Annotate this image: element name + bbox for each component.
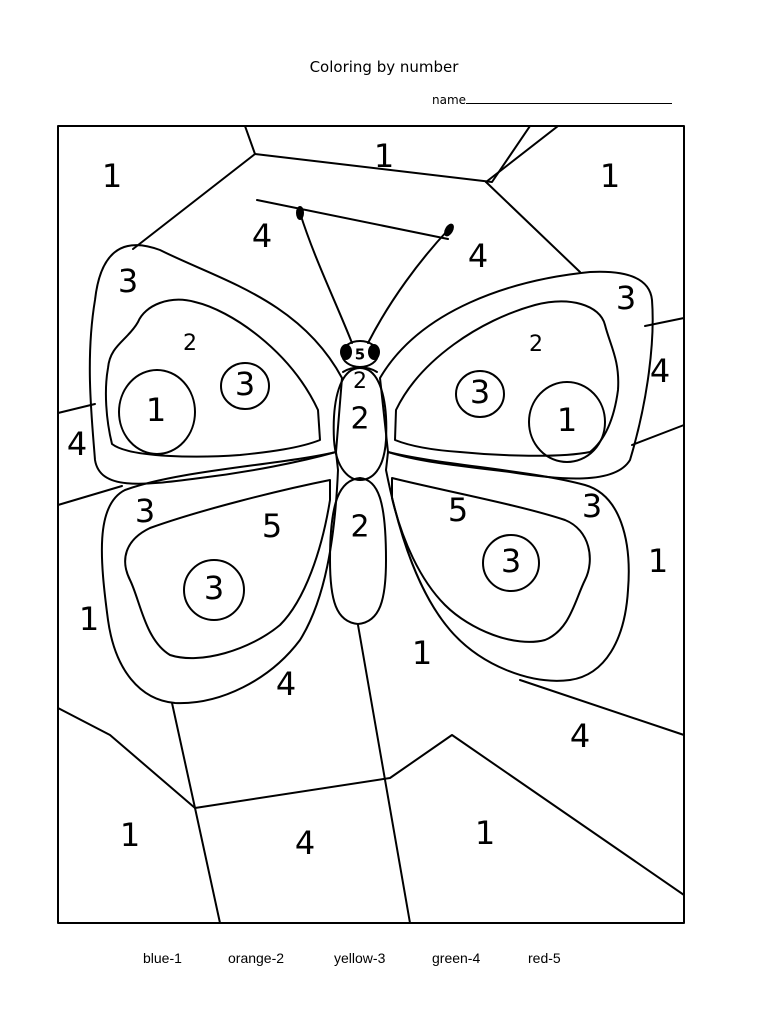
region-number: 1 [102,157,122,195]
region-number: 5 [448,491,468,529]
region-number: 5 [355,346,365,364]
upper-left-spot-small [220,362,270,410]
lower-left-wing-inner [124,479,331,660]
legend-item-yellow: yellow-3 [334,950,386,966]
butterfly-thorax [332,367,388,481]
lower-left-spot [183,559,245,621]
lower-left-wing [100,451,339,705]
divider-right-upper-stub [644,317,685,327]
upper-left-wing [88,244,343,485]
region-number: 4 [650,352,670,390]
region-number: 2 [350,402,369,437]
divider-lower-left [57,707,196,809]
legend-item-green: green-4 [432,950,481,966]
divider-center-vertical [357,624,411,924]
left-eye [340,344,352,360]
left-antenna-tip [296,206,304,220]
region-number: 1 [120,816,140,854]
region-number: 4 [468,237,488,275]
region-number: 4 [295,824,315,862]
region-number: 3 [204,569,224,607]
right-eye [368,344,380,360]
outline-group [57,125,685,924]
region-number: 2 [350,510,369,545]
divider-left-mid-stub [57,485,123,506]
region-number: 2 [183,331,197,356]
region-number: 3 [616,279,636,317]
legend-item-orange: orange-2 [228,950,285,966]
picture-frame [57,125,685,924]
divider-lower-left-vertical [171,702,221,924]
region-number: 4 [276,665,296,703]
left-antenna [299,212,353,344]
butterfly-abdomen [329,477,387,625]
antenna-tips [296,206,454,360]
upper-left-spot-large [118,369,196,455]
color-legend: blue-1 orange-2 yellow-3 green-4 red-5 [0,950,768,970]
region-number: 3 [501,542,521,580]
region-number: 1 [412,634,432,672]
region-number: 5 [262,507,282,545]
divider-lower-right [519,679,685,736]
upper-right-spot-small [455,370,505,418]
region-number: 1 [374,137,394,175]
region-number: 3 [135,492,155,530]
upper-left-wing-inner [104,298,321,458]
legend-item-blue: blue-1 [143,950,182,966]
name-blank-line[interactable] [466,92,673,104]
upper-right-wing [379,270,654,480]
region-number: 4 [252,217,272,255]
region-number: 2 [353,369,367,394]
right-antenna-tip [444,223,454,237]
upper-right-wing-inner [394,300,620,457]
region-number: 4 [67,425,87,463]
divider-top-left-stub [244,125,256,155]
worksheet-title: Coloring by number [309,58,459,76]
lower-right-wing [385,451,630,682]
name-field[interactable]: name [432,92,673,107]
region-number: 3 [470,373,490,411]
region-number: 2 [529,332,543,357]
region-number: 1 [648,542,668,580]
region-numbers: 1 1 1 4 4 4 4 1 1 1 4 4 1 4 1 3 2 1 3 3 … [67,137,670,862]
region-number: 3 [582,487,602,525]
region-number: 4 [570,717,590,755]
divider-upper-band [256,199,449,240]
name-label: name [432,93,467,107]
upper-right-spot-large [528,381,606,463]
divider-right-mid-stub [631,424,685,446]
region-number: 1 [146,391,166,429]
divider-bottom-band [194,734,685,896]
lower-right-spot [482,534,540,592]
divider-left-upper-stub [57,403,96,414]
right-antenna [367,229,449,344]
divider-upper-right [485,181,581,273]
region-number: 1 [557,401,577,439]
divider-top-arc [132,125,531,250]
region-number: 1 [79,600,99,638]
region-number: 3 [118,262,138,300]
butterfly-neck-line [342,366,378,373]
region-number: 1 [600,157,620,195]
region-number: 1 [475,814,495,852]
divider-top-right-stub [485,125,559,183]
legend-item-red: red-5 [528,950,561,966]
lower-right-wing-inner [391,477,591,643]
region-number: 3 [235,365,255,403]
